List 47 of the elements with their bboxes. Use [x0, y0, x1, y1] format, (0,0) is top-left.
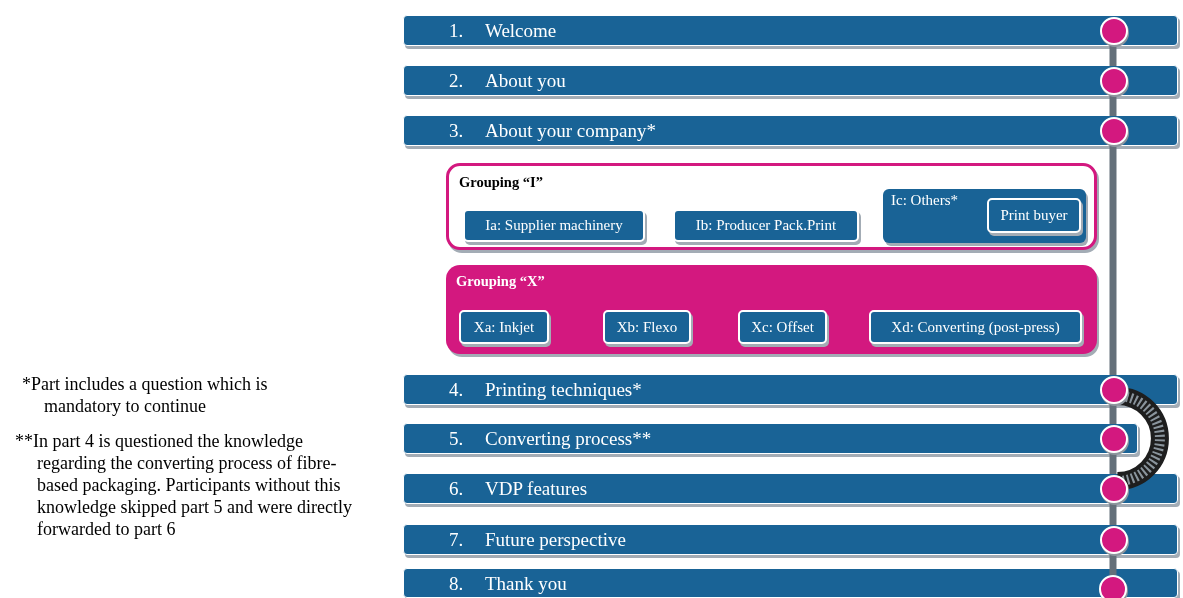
timeline-track [1109, 403, 1117, 424]
step-number: 5. [449, 429, 464, 448]
step-number: 2. [449, 71, 464, 90]
category-chip: Xc: Offset [738, 310, 827, 344]
timeline-track [1109, 94, 1117, 116]
step-bar [403, 473, 1178, 504]
skip-arc [1116, 387, 1169, 490]
step-title: Future perspective [485, 530, 626, 549]
step-bar [403, 524, 1178, 555]
grouping-panel [446, 163, 1097, 250]
step-bar [403, 65, 1178, 96]
step-title: Printing techniques* [485, 380, 642, 399]
step-title: Thank you [485, 573, 567, 593]
category-chip: Print buyer [987, 198, 1081, 233]
category-title: Ic: Others* [891, 193, 959, 208]
step-title: Welcome [485, 21, 557, 40]
step-number: 6. [449, 479, 464, 498]
timeline-track [1109, 44, 1117, 66]
category-chip: Ib: Producer Pack.Print [673, 209, 859, 242]
step-number: 7. [449, 530, 464, 549]
step-bar [403, 568, 1178, 598]
timeline-track [1109, 553, 1117, 575]
category-chip: Xb: Flexo [603, 310, 691, 344]
category-chip: Xa: Inkjet [459, 310, 549, 344]
grouping-panel [446, 265, 1097, 354]
step-number: 4. [449, 380, 464, 399]
step-title: Converting process** [485, 429, 652, 448]
step-bar [403, 115, 1178, 146]
grouping-title: Grouping “I” [459, 175, 543, 190]
category-panel [883, 189, 1086, 243]
step-title: About you [485, 71, 566, 90]
category-chip: Xd: Converting (post-press) [869, 310, 1082, 344]
step-number: 8. [449, 573, 464, 593]
step-bar [403, 15, 1178, 46]
step-title: VDP features [485, 479, 588, 498]
step-number: 1. [449, 21, 464, 40]
timeline-track [1109, 502, 1117, 525]
step-bar [403, 423, 1138, 454]
category-chip: Ia: Supplier machinery [463, 209, 645, 242]
footnote: *Part includes a question which is mandatory to continue [21, 373, 269, 417]
step-title: About your company* [485, 121, 656, 140]
grouping-title: Grouping “X” [456, 274, 545, 289]
step-bar [403, 374, 1178, 405]
timeline-track [1109, 452, 1117, 474]
step-number: 3. [449, 121, 464, 140]
timeline-track [1109, 144, 1117, 375]
footnote: **In part 4 is questioned the knowledge regarding the converting process of fibre-based packaging. Participants without this knowledge skipped part 5 and were directly forwarded to part 6 [14, 430, 353, 540]
